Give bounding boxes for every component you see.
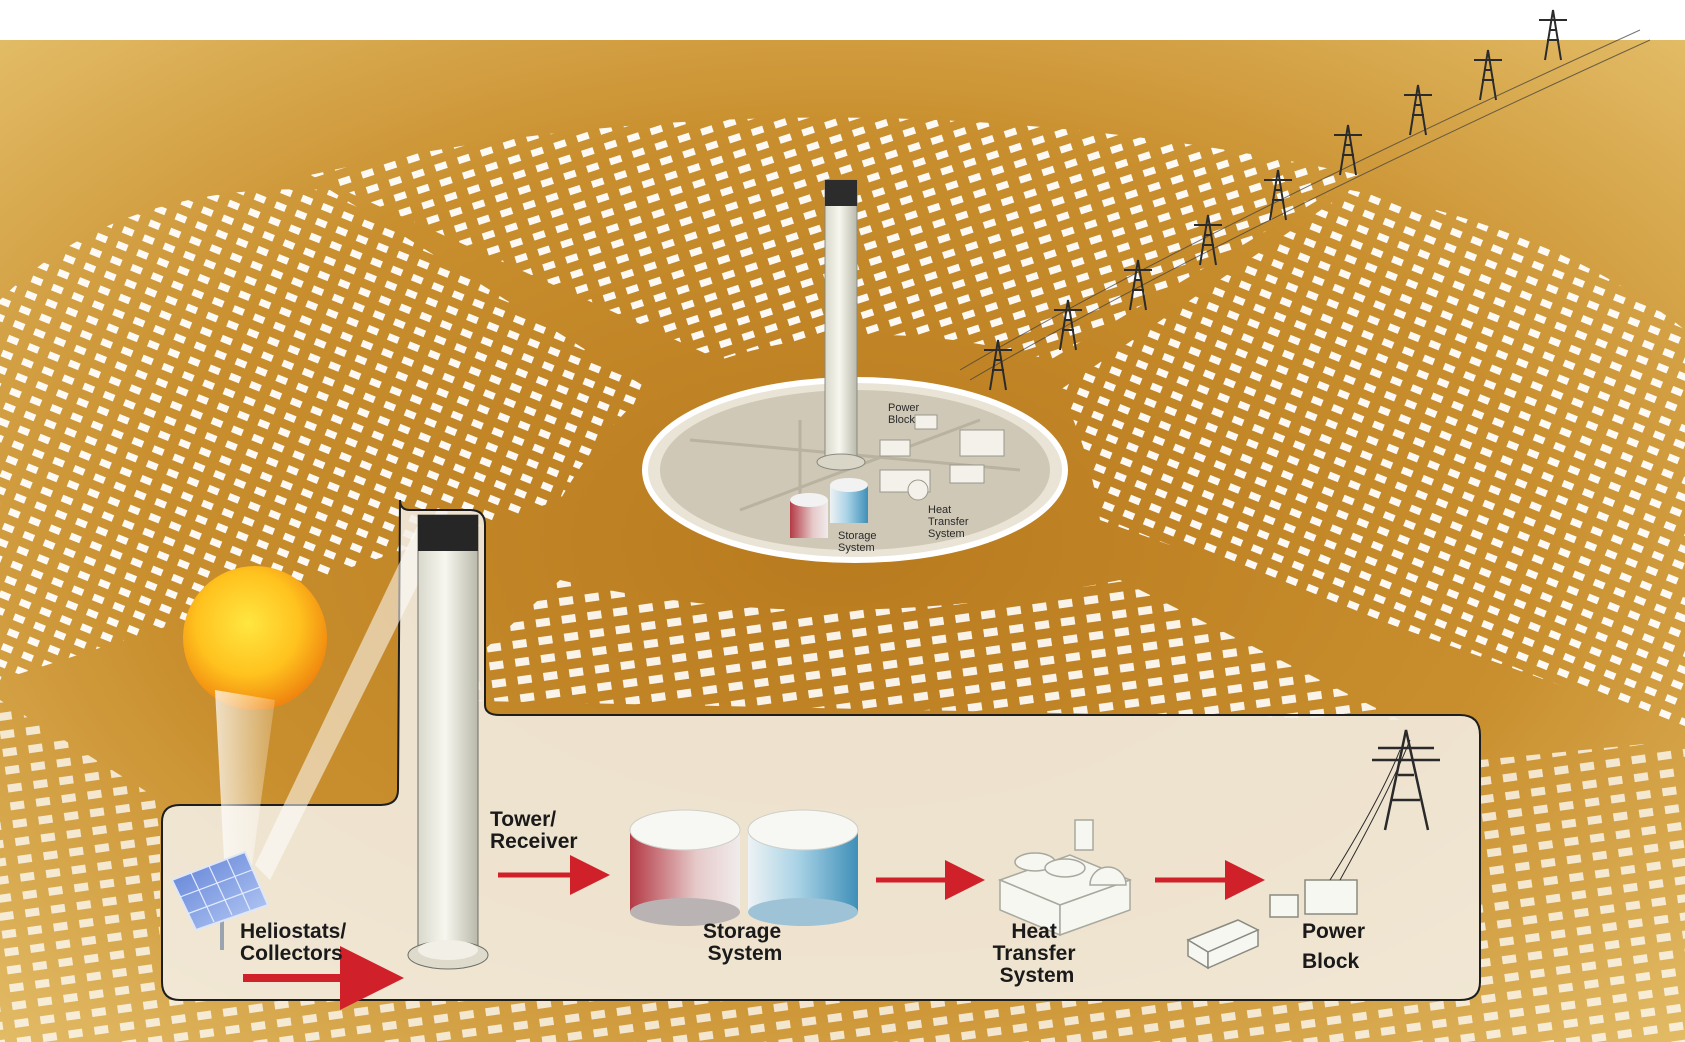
label-power-block: Power Block [1302, 920, 1371, 973]
label-heat-transfer: Heat Transfer System [993, 920, 1082, 987]
power-block-icon [879, 414, 1005, 484]
transmission-tower-icon [1194, 214, 1222, 266]
label-heliostats-line2: Collectors [240, 942, 343, 965]
heliostat-sector-bottom [0, 700, 1685, 1042]
light-beams [215, 520, 440, 880]
transmission-tower-icon [1334, 124, 1362, 176]
storage-tank-icon [629, 809, 859, 926]
heliostat-sector-east [1060, 190, 1685, 730]
label-heat-line1: Heat [1011, 920, 1057, 943]
flow-arrows [243, 855, 1265, 1010]
plant-label-heat-line1: Heat [928, 504, 951, 516]
label-storage-line2: System [708, 942, 783, 965]
heliostat-sector-west [0, 189, 650, 680]
plant-label-heat-line2: Transfer [928, 516, 969, 528]
plant-label-power-block: Power Block [888, 402, 922, 426]
storage-tank-icon [790, 478, 868, 538]
transmission-tower-icon [1404, 84, 1432, 136]
transmission-line [959, 29, 1651, 381]
label-power-line1: Power [1302, 920, 1365, 943]
tower-icon [407, 514, 489, 970]
label-heat-line2: Transfer [993, 942, 1076, 965]
flow-panel-background [161, 499, 1481, 1001]
label-storage-line1: Storage [703, 920, 781, 943]
label-tower-line2: Receiver [490, 830, 578, 853]
plant-label-power-block-line2: Block [888, 414, 915, 426]
transmission-tower-icon [984, 339, 1012, 391]
transmission-tower-icon [1054, 299, 1082, 351]
plant-label-storage-line1: Storage [838, 530, 877, 542]
sun-icon [183, 566, 327, 710]
label-heat-line3: System [1000, 964, 1075, 987]
plant-label-heat-transfer: Heat Transfer System [928, 504, 972, 540]
transmission-tower-icon [1539, 9, 1567, 61]
transmission-tower-icon [1124, 259, 1152, 311]
plant-label-heat-line3: System [928, 528, 965, 540]
label-storage: Storage System [703, 920, 787, 965]
flow-panel [161, 499, 1481, 1001]
heliostat-sector-south [430, 580, 1400, 720]
heat-exchanger-icon [879, 469, 931, 501]
plant-label-storage: Storage System [838, 530, 880, 554]
power-block-icon [1186, 879, 1358, 970]
plant-label-storage-line2: System [838, 542, 875, 554]
solar-panel-icon [170, 850, 270, 950]
central-plant: Power Block Heat Transfer System Storage… [642, 179, 1068, 563]
label-heliostats-line1: Heliostats/ [240, 920, 346, 943]
transmission-tower-icon [1474, 49, 1502, 101]
transmission-tower-icon [1264, 169, 1292, 221]
plant-label-power-block-line1: Power [888, 402, 920, 414]
tower-icon [816, 179, 866, 471]
transmission-tower-icon [1329, 729, 1440, 881]
label-heliostats: Heliostats/ Collectors [240, 920, 352, 965]
label-power-line2: Block [1302, 950, 1360, 973]
transmission-towers [984, 9, 1567, 391]
heat-exchanger-icon [997, 819, 1133, 937]
label-tower: Tower/ Receiver [490, 808, 578, 853]
label-tower-line1: Tower/ [490, 808, 556, 831]
